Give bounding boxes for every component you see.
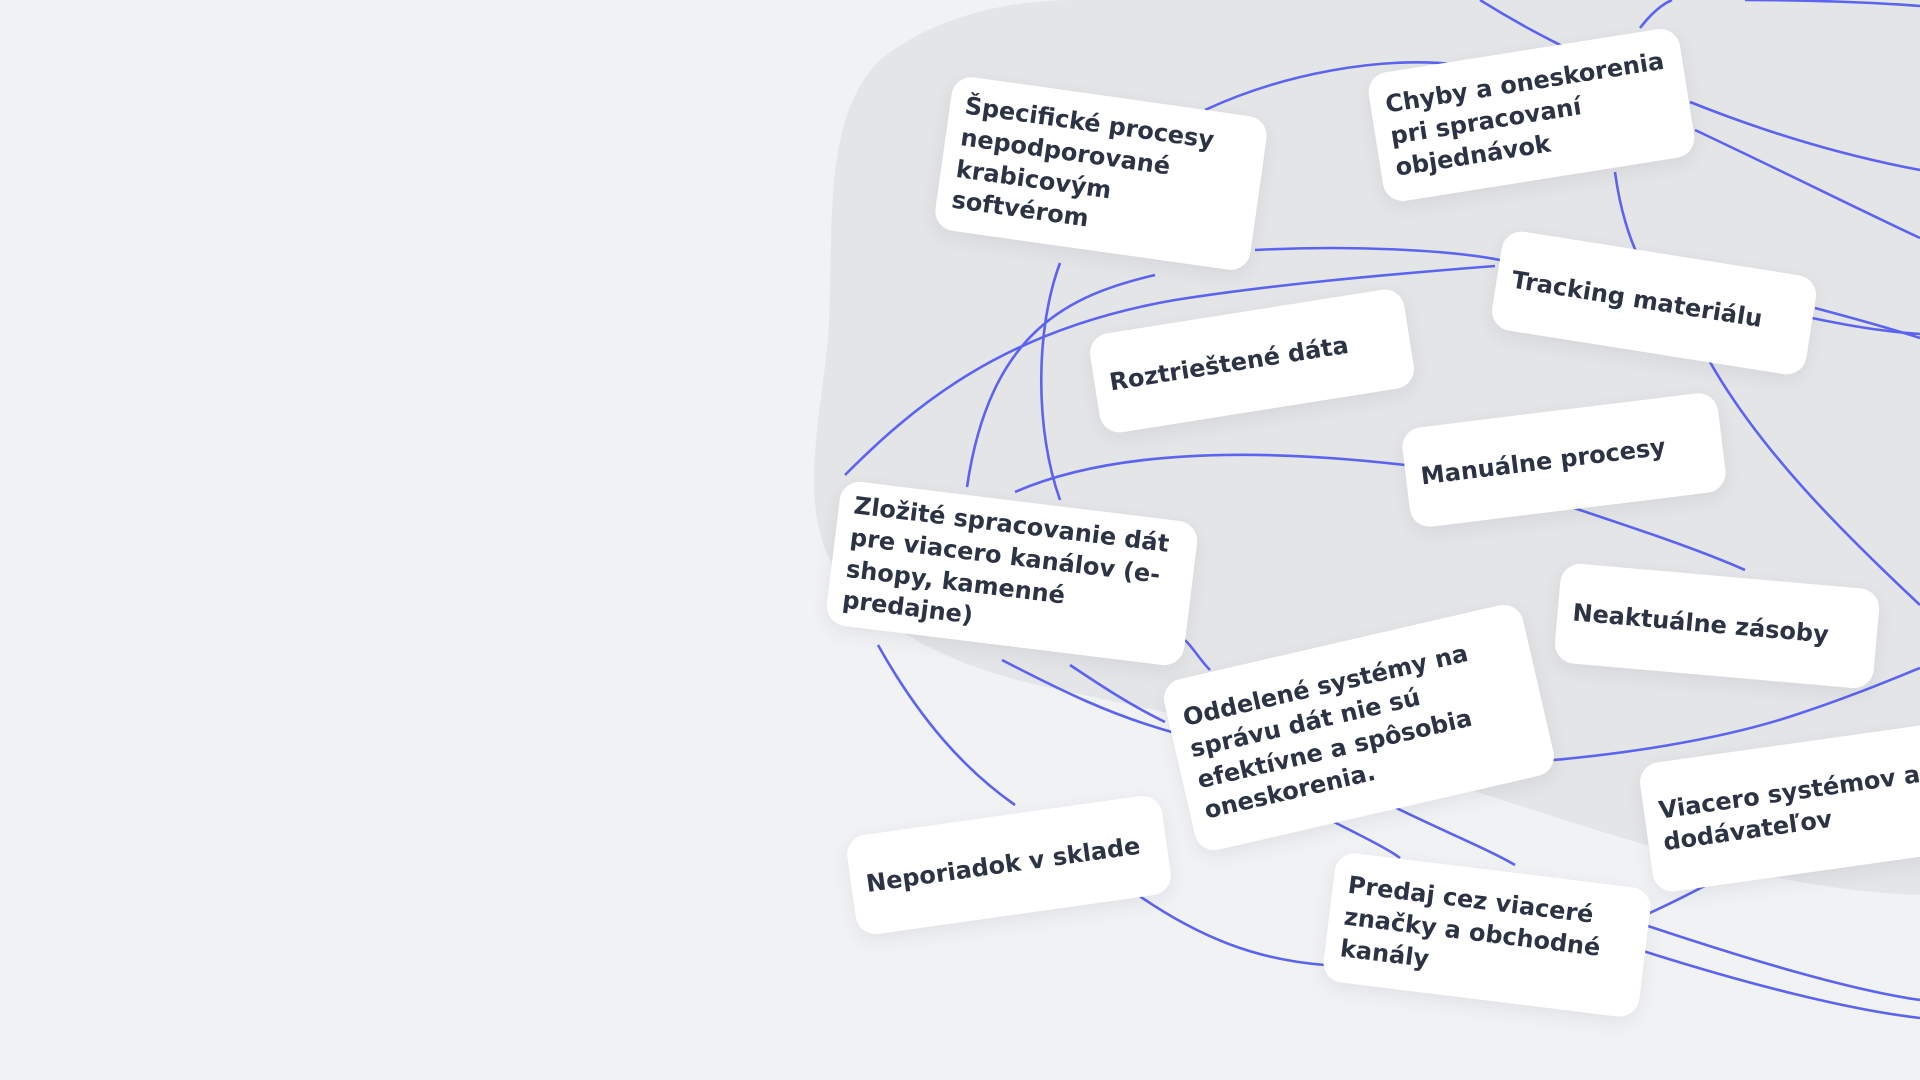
- connector-line: [1184, 639, 1211, 671]
- connector-line: [1639, 948, 1920, 1020]
- connector-line: [1638, 0, 1673, 29]
- connector-line: [1814, 306, 1920, 340]
- node-label: Roztrieštené dáta: [1107, 331, 1351, 397]
- node-label: Predaj cez viaceré značky a obchodné kan…: [1338, 871, 1602, 973]
- connector-line: [844, 264, 1496, 476]
- connector-line: [1564, 503, 1746, 572]
- node-label: Zložité spracovanie dát pre viacero kaná…: [840, 491, 1171, 630]
- connector-line: [1744, 0, 1920, 8]
- node-label: Manuálne procesy: [1419, 432, 1668, 491]
- connector-line: [1204, 61, 1461, 112]
- connector-line: [1254, 246, 1501, 262]
- connector-line: [1379, 798, 1516, 867]
- node-label: Neaktuálne zásoby: [1571, 598, 1830, 649]
- connector-line: [876, 644, 1016, 807]
- connector-line: [1127, 886, 1326, 967]
- node-label: Špecifické procesy nepodporované krabico…: [949, 91, 1216, 233]
- node-label: Chyby a oneskorenia pri spracovaní objed…: [1383, 47, 1667, 182]
- node-label: Viacero systémov a dodávateľov: [1657, 760, 1920, 857]
- connector-line: [1069, 663, 1166, 724]
- node-label: Tracking materiálu: [1509, 265, 1765, 334]
- connector-line: [1811, 316, 1920, 336]
- connector-line: [1644, 923, 1920, 1002]
- connector-line: [1708, 361, 1920, 606]
- connector-line: [1689, 100, 1920, 172]
- connector-line: [1529, 666, 1920, 764]
- connector-line: [965, 273, 1156, 488]
- connector-line: [1001, 658, 1176, 735]
- connector-line: [1014, 453, 1406, 494]
- connector-line: [1694, 128, 1920, 240]
- node-label: Neporiadok v sklade: [864, 831, 1142, 899]
- connector-line: [1039, 262, 1062, 501]
